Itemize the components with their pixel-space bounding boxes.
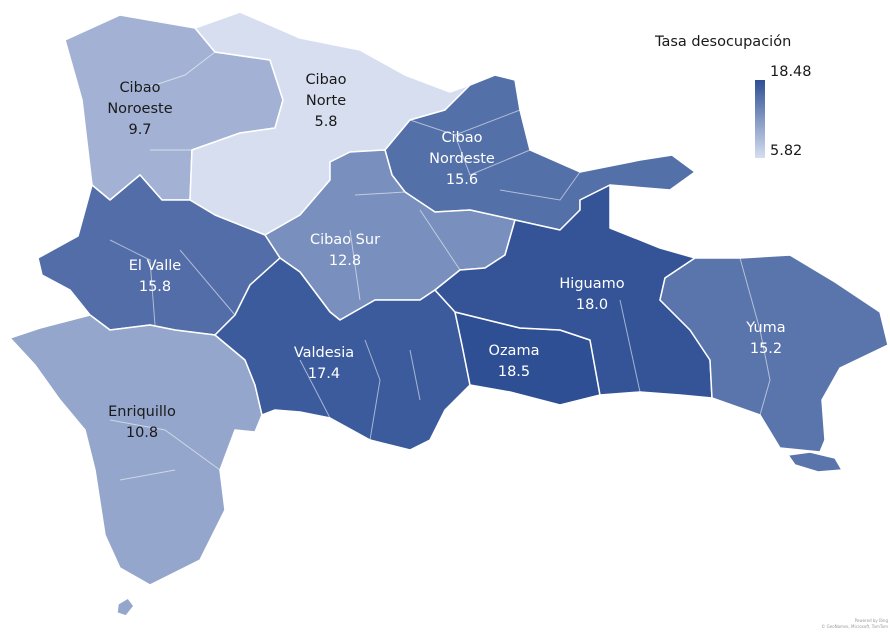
legend-max-value: 18.48 <box>770 64 812 80</box>
attribution-line-2: © GeoNames, Microsoft, TomTom <box>821 624 888 629</box>
legend-color-scale <box>755 80 765 158</box>
region-label-cibao-norte: Cibao <box>305 72 346 88</box>
region-yuma-saona-island <box>787 451 843 473</box>
legend-title: Tasa desocupación <box>655 34 792 50</box>
region-label-cibao-nordeste: Nordeste <box>429 151 495 167</box>
region-value-higuamo: 18.0 <box>576 297 608 313</box>
region-labels: CibaoNoroeste9.7CibaoNorte5.8CibaoNordes… <box>107 72 785 441</box>
region-value-cibao-norte: 5.8 <box>314 114 337 130</box>
region-label-cibao-sur: Cibao Sur <box>310 232 380 248</box>
region-value-enriquillo: 10.8 <box>126 425 158 441</box>
region-value-el-valle: 15.8 <box>139 279 171 295</box>
region-label-ozama: Ozama <box>489 343 540 359</box>
province-borders <box>109 51 771 481</box>
legend-min-value: 5.82 <box>770 143 803 159</box>
attribution-line-1: Powered by Bing <box>854 618 888 623</box>
region-label-enriquillo: Enriquillo <box>108 404 176 420</box>
region-label-yuma: Yuma <box>745 320 785 336</box>
region-value-cibao-noroeste: 9.7 <box>128 122 151 138</box>
region-value-valdesia: 17.4 <box>308 366 340 382</box>
region-value-ozama: 18.5 <box>498 364 530 380</box>
region-enriquillo-beata-island <box>116 597 135 617</box>
region-value-yuma: 15.2 <box>750 341 782 357</box>
map-attribution: Powered by Bing © GeoNames, Microsoft, T… <box>821 618 888 630</box>
region-label-cibao-noroeste: Cibao <box>119 80 160 96</box>
region-label-higuamo: Higuamo <box>559 276 624 292</box>
region-yuma[interactable] <box>659 254 889 453</box>
region-label-el-valle: El Valle <box>129 258 182 274</box>
region-label-valdesia: Valdesia <box>294 345 354 361</box>
region-value-cibao-sur: 12.8 <box>329 253 361 269</box>
region-label-cibao-nordeste: Cibao <box>441 130 482 146</box>
region-label-cibao-noroeste: Noroeste <box>107 101 172 117</box>
region-label-cibao-norte: Norte <box>306 93 346 109</box>
region-enriquillo[interactable] <box>9 314 263 586</box>
region-value-cibao-nordeste: 15.6 <box>446 172 478 188</box>
